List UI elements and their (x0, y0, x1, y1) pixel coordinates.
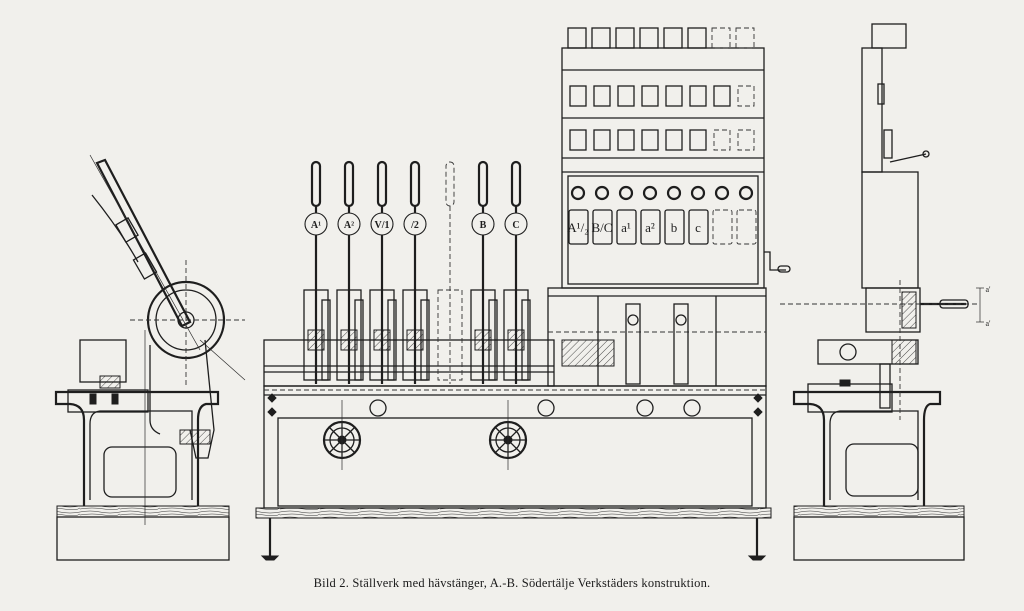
figure-caption: Bild 2. Ställverk med hävstänger, A.-B. … (313, 576, 711, 590)
indicator-dials (570, 185, 754, 201)
crank-handle (764, 251, 786, 271)
switch-row (569, 129, 755, 151)
plate-label-c: c (695, 220, 701, 235)
right-tall-column (861, 47, 883, 173)
front-view: A¹ A² V/1 /2 B C (255, 27, 791, 561)
left-base-timber (56, 505, 230, 518)
front-floor-timber (255, 507, 772, 519)
right-frame-window (845, 443, 919, 497)
lever-label-a1: A¹ (311, 220, 321, 231)
lever-b (470, 160, 498, 384)
indicator-lamps (567, 27, 755, 49)
left-slanted-lever (95, 158, 192, 328)
lever-a1 (303, 160, 331, 384)
label-plates: A¹/₂ B/C a¹ a² b c (567, 209, 757, 245)
dimension-mark-upper: a' (986, 285, 992, 294)
plate-label-a2: a² (645, 220, 655, 235)
lever-label-v2: /2 (410, 220, 419, 231)
plate-label-b: b (671, 220, 678, 235)
right-base-plinth (793, 516, 965, 561)
indicator-cabinet: A¹/₂ B/C a¹ a² b c (561, 27, 791, 289)
plate-label-bc: B/C (592, 220, 613, 235)
right-base-timber (793, 505, 965, 518)
lever-label-b: B (480, 220, 487, 231)
front-lower-mechanism (547, 287, 767, 387)
lever-labels: A¹ A² V/1 /2 B C (311, 220, 520, 231)
lever-spare-dashed (437, 161, 463, 384)
front-feet (260, 518, 767, 561)
front-sprocket-wheels (322, 399, 701, 470)
left-base-plinth (56, 516, 230, 561)
lever-v2 (402, 160, 430, 384)
dimension-mark-lower: a' (986, 319, 992, 328)
plate-label-a12: A¹/₂ (567, 220, 588, 235)
left-side-view (54, 154, 246, 561)
relay-row (569, 85, 755, 107)
lever-label-c: C (512, 220, 519, 231)
lever-label-a2: A² (344, 220, 354, 231)
lever-a2 (336, 160, 364, 384)
lever-c (503, 160, 531, 384)
left-frame-window (103, 446, 177, 498)
plate-label-a1: a¹ (621, 220, 631, 235)
front-lever-row (303, 160, 531, 384)
right-side-view: a' a' (780, 23, 992, 561)
lever-v1 (369, 160, 397, 384)
lever-label-v1: V/1 (375, 220, 390, 231)
